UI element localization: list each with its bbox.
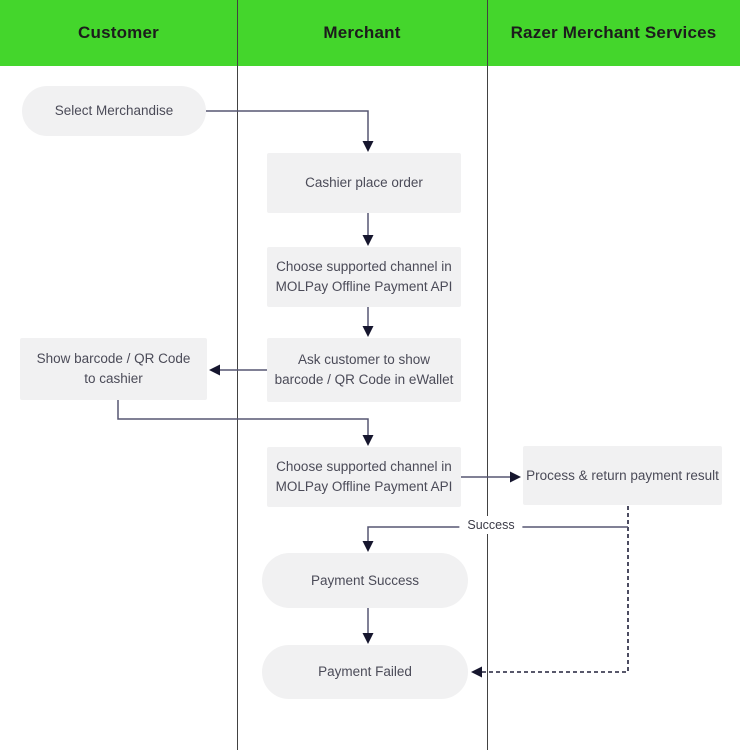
node-choose-supported-channel-2: Choose supported channel in MOLPay Offli… <box>267 447 461 507</box>
arrowhead-down-icon <box>362 435 374 446</box>
arrowhead-left-icon <box>471 666 482 678</box>
node-label: Payment Failed <box>318 664 412 680</box>
connector-select-to-cashier <box>206 110 369 142</box>
node-label-line2: MOLPay Offline Payment API <box>275 479 453 494</box>
node-label-line1: Show barcode / QR Code <box>36 351 191 367</box>
arrowhead-down-icon <box>362 235 374 246</box>
node-choose-supported-channel-1: Choose supported channel in MOLPay Offli… <box>267 247 461 307</box>
node-label: Select Merchandise <box>54 103 174 119</box>
lane-title-merchant: Merchant <box>323 23 401 42</box>
node-payment-failed: Payment Failed <box>262 645 468 699</box>
arrowhead-down-icon <box>362 326 374 337</box>
arrowhead-right-icon <box>510 471 521 483</box>
node-payment-success: Payment Success <box>262 553 468 608</box>
node-label-line1: Choose supported channel in <box>276 459 452 475</box>
node-ask-customer-show-barcode: Ask customer to show barcode / QR Code i… <box>267 338 461 402</box>
node-label-line2: to cashier <box>84 371 143 386</box>
arrowhead-left-icon <box>209 364 220 376</box>
edge-label-success: Success <box>459 516 523 534</box>
node-show-barcode-qr: Show barcode / QR Code to cashier <box>20 338 207 400</box>
arrowhead-down-icon <box>362 633 374 644</box>
connector-success-to-paymentsuccess <box>367 526 628 542</box>
lane-title-razer-merchant-services: Razer Merchant Services <box>510 23 717 42</box>
node-label: Cashier place order <box>305 175 423 191</box>
node-label-line2: MOLPay Offline Payment API <box>275 279 453 294</box>
node-label-line1: Choose supported channel in <box>276 259 452 275</box>
node-label-line1: Ask customer to show <box>297 352 431 368</box>
node-select-merchandise: Select Merchandise <box>22 86 206 136</box>
node-label: Payment Success <box>310 572 420 588</box>
connector-showbarcode-to-choose2 <box>117 400 369 436</box>
arrowhead-down-icon <box>362 541 374 552</box>
lane-divider-right <box>487 0 488 750</box>
lane-title-customer: Customer <box>78 23 159 42</box>
arrowhead-down-icon <box>362 141 374 152</box>
node-label-line2: barcode / QR Code in eWallet <box>274 372 454 387</box>
node-cashier-place-order: Cashier place order <box>267 153 461 213</box>
node-label: Process & return payment result <box>526 467 719 483</box>
swimlane-header: Customer Merchant Razer Merchant Service… <box>0 0 740 66</box>
lane-divider-left <box>237 0 238 750</box>
node-process-return-payment-result: Process & return payment result <box>523 446 722 505</box>
